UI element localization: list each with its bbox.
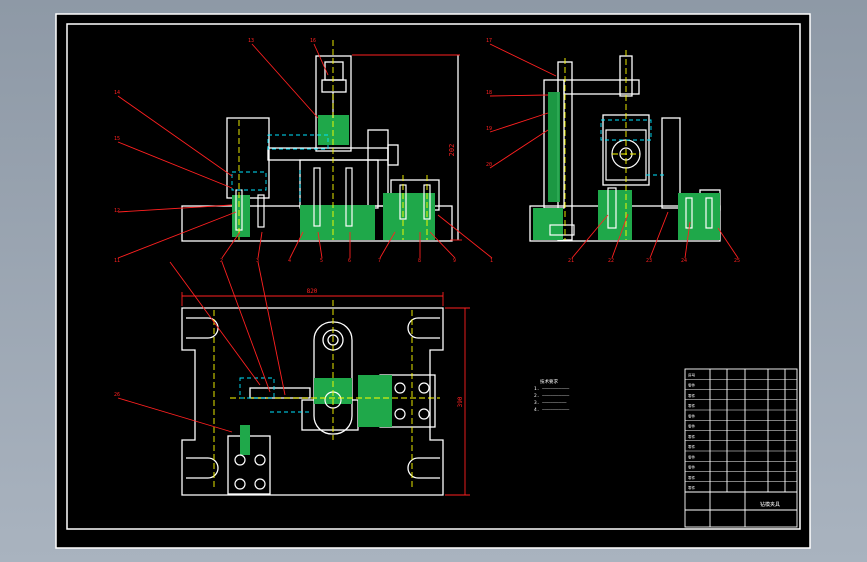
note-4: 4. —————————— <box>534 407 570 413</box>
callout-22: 22 <box>608 258 614 264</box>
callout-7: 7 <box>378 258 381 264</box>
top-callout-labels: 26 <box>114 392 120 398</box>
callout-26: 26 <box>114 392 120 398</box>
callout-5: 5 <box>320 258 323 264</box>
note-3: 3. ————————— <box>534 400 567 406</box>
callout-11: 11 <box>114 258 120 264</box>
callout-4: 4 <box>288 258 291 264</box>
technical-notes: 技术要求 1. —————————— 2. —————————— 3. ————… <box>534 378 570 413</box>
side-view-centerlines <box>564 50 640 240</box>
front-leaders <box>117 43 493 259</box>
callout-21: 21 <box>568 258 574 264</box>
callout-9: 9 <box>453 258 456 264</box>
title-block-row-label: 零件 <box>688 475 696 480</box>
front-view-hatch <box>232 115 435 240</box>
callout-15: 15 <box>114 136 120 142</box>
dimension-top-height: 390 <box>457 396 464 407</box>
top-view-dims <box>181 292 470 496</box>
front-view-centerlines <box>238 40 428 240</box>
callout-16: 16 <box>310 38 316 44</box>
callout-2: 2 <box>220 258 223 264</box>
note-2: 2. —————————— <box>534 393 570 399</box>
drawing-sheet <box>55 13 811 549</box>
callout-17: 17 <box>486 38 492 44</box>
dimension-top-width: 820 <box>307 288 318 295</box>
note-1: 1. —————————— <box>534 386 570 392</box>
title-block-row-label: 零件 <box>688 403 696 408</box>
front-view-dims <box>352 54 462 241</box>
callout-13: 13 <box>248 38 254 44</box>
side-leaders <box>489 43 739 259</box>
title-block-row-label: 序号 <box>688 372 696 377</box>
top-view-hidden <box>239 377 310 413</box>
callout-3: 3 <box>256 258 259 264</box>
callout-6: 6 <box>348 258 351 264</box>
front-view-hidden <box>231 134 329 205</box>
callout-25: 25 <box>734 258 740 264</box>
callout-19: 19 <box>486 126 492 132</box>
title-block-rows <box>685 378 797 493</box>
callout-14: 14 <box>114 90 120 96</box>
title-block-row-label: 零件 <box>688 393 696 398</box>
callout-24: 24 <box>681 258 687 264</box>
side-callout-labels: 17 18 19 20 21 22 23 24 25 <box>486 38 740 264</box>
notes-title: 技术要求 <box>540 378 558 385</box>
title-block-row-label: 零件 <box>688 424 696 429</box>
title-block-row-label: 零件 <box>688 413 696 418</box>
title-block-row-label: 零件 <box>688 444 696 449</box>
top-leaders <box>117 261 286 433</box>
callout-18: 18 <box>486 90 492 96</box>
callout-20: 20 <box>486 162 492 168</box>
title-block-row-label: 零件 <box>688 383 696 388</box>
callout-23: 23 <box>646 258 652 264</box>
title-block-row-label: 零件 <box>688 465 696 470</box>
callout-8: 8 <box>418 258 421 264</box>
top-view-centerlines <box>213 300 440 490</box>
callout-12: 12 <box>114 208 120 214</box>
side-view-hatch <box>533 92 720 240</box>
front-callout-labels: 13 16 14 15 12 11 2 3 4 5 6 7 8 9 1 <box>114 38 493 264</box>
title-block-row-label: 零件 <box>688 454 696 459</box>
callout-1: 1 <box>490 258 493 264</box>
drawing-border <box>66 23 801 530</box>
dimension-front-height: 202 <box>448 144 456 157</box>
title-block-name: 钻模夹具 <box>760 501 780 508</box>
title-block-row-label: 零件 <box>688 485 696 490</box>
title-block-row-label: 零件 <box>688 434 696 439</box>
